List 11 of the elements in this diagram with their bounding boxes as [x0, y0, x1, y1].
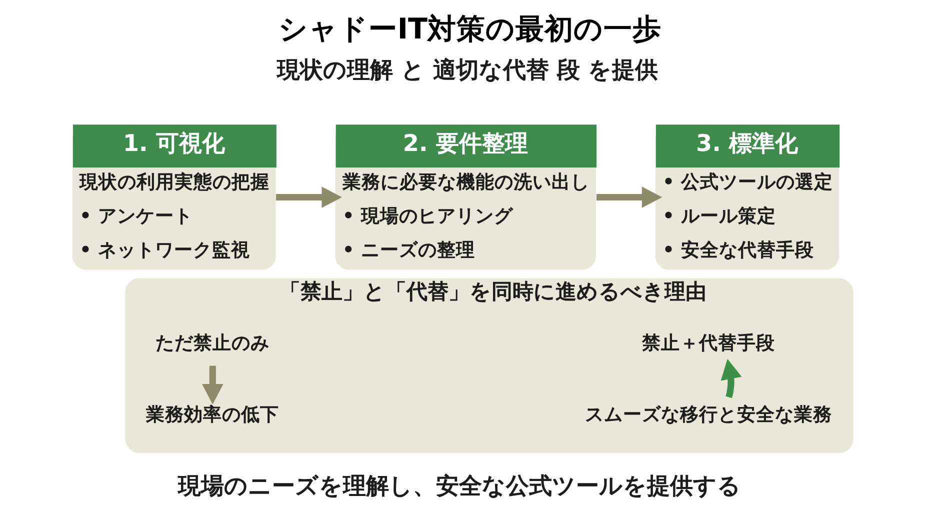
caption: 現場のニーズを理解し、安全な公式ツールを提供する: [178, 473, 741, 500]
arrow: [276, 186, 342, 208]
node-text: スムーズな移行と安全な業務: [584, 404, 832, 426]
node-text: 禁止＋代替手段: [642, 333, 776, 354]
node-text: ただ禁止のみ: [155, 333, 270, 354]
node-text: 業務効率の低下: [146, 404, 280, 426]
label: 現状の理解 と 適切な代替 段 を提供: [276, 58, 658, 84]
arrow: [720, 358, 742, 398]
arrow: [202, 366, 224, 404]
diagram-title: シャドーIT対策の最初の一歩: [278, 12, 662, 46]
arrow: [596, 186, 662, 208]
